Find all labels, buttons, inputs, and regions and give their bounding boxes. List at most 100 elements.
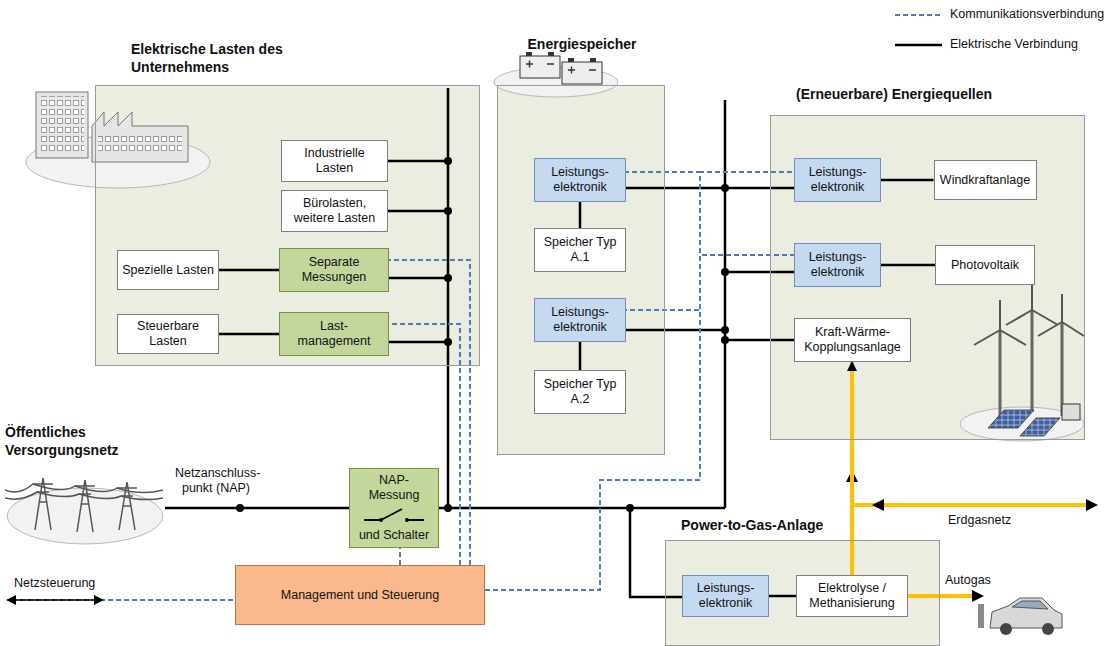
legend-text: Elektrische Verbindung [950, 37, 1078, 52]
junction-dots-part [444, 338, 452, 346]
grid-ellipse-part-part [5, 484, 163, 500]
gas-pipes-part [972, 590, 984, 602]
electric-link [881, 264, 935, 267]
component-box: Windkraftanlage [934, 160, 1037, 200]
legend-samples [895, 15, 942, 45]
legend-text: Kommunikationsverbindung [950, 7, 1104, 22]
grid-ellipse-part [7, 488, 163, 544]
box-text: NAP-Messung [354, 473, 434, 503]
group-fills-part [497, 85, 665, 455]
box-text: Management und Steuerung [281, 588, 439, 603]
grid-control-link [6, 595, 235, 605]
grid-ellipse-part [5, 478, 163, 532]
box-text: Spezielle Lasten [122, 263, 214, 278]
battery-icon-part [526, 61, 596, 74]
group-panel: Power-to-Gas-AnlageLeistungs- elektronik… [665, 540, 940, 646]
battery-icon [494, 52, 618, 97]
control-box: Management und Steuerung [235, 565, 485, 625]
battery-icon-part [590, 58, 596, 62]
wind-pv-icon-part [988, 410, 1034, 428]
junction-dots-part [626, 504, 634, 512]
box-text: Kraft-Wärme- Kopplungsanlage [799, 325, 906, 355]
grid-ellipse-part-part [75, 480, 95, 532]
group-panel: (Erneuerbare) EnergiequellenLeistungs- e… [770, 115, 1085, 440]
group-fills-part [770, 115, 1085, 440]
junction-dots [236, 157, 729, 512]
battery-icon-part [548, 52, 554, 56]
company-buildings-icon-part [40, 96, 84, 154]
gas-pipe [850, 362, 854, 575]
measurement-box: Separate Messungen [279, 248, 389, 292]
electric-link [881, 179, 934, 182]
component-box: Steuerbare Lasten [117, 314, 219, 354]
electric-wires-part [387, 161, 448, 342]
box-text: Leistungs- elektronik [687, 581, 764, 611]
annotation-label: Autogas [945, 573, 1025, 588]
box-text: Leistungs- elektronik [539, 165, 621, 195]
component-box: Industrielle Lasten [281, 140, 388, 182]
box-text: Speicher Typ A.1 [539, 235, 621, 265]
electric-wires-part [630, 508, 683, 597]
junction-dots-part [721, 268, 729, 276]
component-box: Elektrolyse / Methanisierung [796, 575, 908, 617]
box-text: Bürolasten, weitere Lasten [286, 196, 383, 226]
meter-switch-box: NAP-Messung und Schalter [349, 468, 439, 548]
legend-samples-part [895, 44, 942, 47]
company-buildings-icon-part [98, 134, 182, 154]
junction-dots-part [444, 504, 452, 512]
car-icon [978, 598, 1062, 635]
company-buildings-icon-part [36, 92, 88, 158]
junction-dots-part [721, 326, 729, 334]
box-text: und Schalter [359, 528, 429, 543]
wind-pv-icon-part [1020, 418, 1060, 436]
box-text: Steuerbare Lasten [122, 319, 214, 349]
gas-pipes-part [1086, 499, 1098, 511]
electric-link [579, 202, 582, 228]
box-text: Speicher Typ A.2 [539, 377, 621, 407]
car-icon-part [1000, 623, 1012, 635]
component-box: Speicher Typ A.2 [534, 370, 626, 414]
battery-icon-part [562, 62, 602, 84]
power-electronics-box: Leistungs- elektronik [534, 158, 626, 202]
switch-symbol-part [379, 518, 383, 522]
group-panel: Elektrische Lasten des UnternehmensIndus… [95, 85, 480, 366]
box-text: Elektrolyse / Methanisierung [801, 581, 903, 611]
grid-control-link-part [12, 599, 235, 601]
annotation-label: Netzsteuerung [14, 576, 124, 591]
group-heading: Power-to-Gas-Anlage [681, 517, 931, 535]
junction-dots-part [444, 157, 452, 165]
group-fills-part [665, 540, 940, 646]
car-icon-part [1012, 601, 1048, 609]
power-electronics-box: Leistungs- elektronik [534, 298, 626, 342]
component-box: Spezielle Lasten [117, 250, 219, 290]
car-icon-part [978, 604, 984, 628]
grid-ellipse [5, 470, 165, 546]
grid-cloud: Öffentliches Versorgungsnetz [5, 470, 165, 546]
box-text: Leistungs- elektronik [799, 250, 876, 280]
junction-dots-part [444, 274, 452, 282]
gas-pipes-part [907, 594, 975, 598]
gas-pipes-part [852, 503, 1090, 507]
component-box: Kraft-Wärme- Kopplungsanlage [794, 318, 911, 362]
component-box: Bürolasten, weitere Lasten [281, 190, 388, 232]
box-text: Leistungs- elektronik [539, 305, 621, 335]
junction-dots-part [721, 184, 729, 192]
power-electronics-box: Leistungs- elektronik [794, 158, 881, 202]
group-panel: EnergiespeicherLeistungs- elektronikSpei… [497, 85, 665, 455]
communication-link [485, 310, 700, 590]
grid-ellipse-part-part [33, 478, 53, 530]
annotation-label: Netzanschluss- punkt (NAP) [175, 466, 257, 496]
box-text: Separate Messungen [284, 255, 384, 285]
wind-pv-icon-part [1062, 404, 1080, 420]
junction-dots-part [721, 336, 729, 344]
wind-pv-icon [960, 280, 1084, 441]
car-icon-part [990, 598, 1062, 628]
annotation-label: Erdgasnetz [948, 513, 1048, 528]
electric-wires-part [438, 507, 725, 510]
electric-link [579, 342, 582, 370]
group-heading: (Erneuerbare) Energiequellen [796, 86, 1086, 104]
power-electronics-box: Leistungs- elektronik [794, 243, 881, 287]
electric-wires-part [447, 88, 450, 508]
